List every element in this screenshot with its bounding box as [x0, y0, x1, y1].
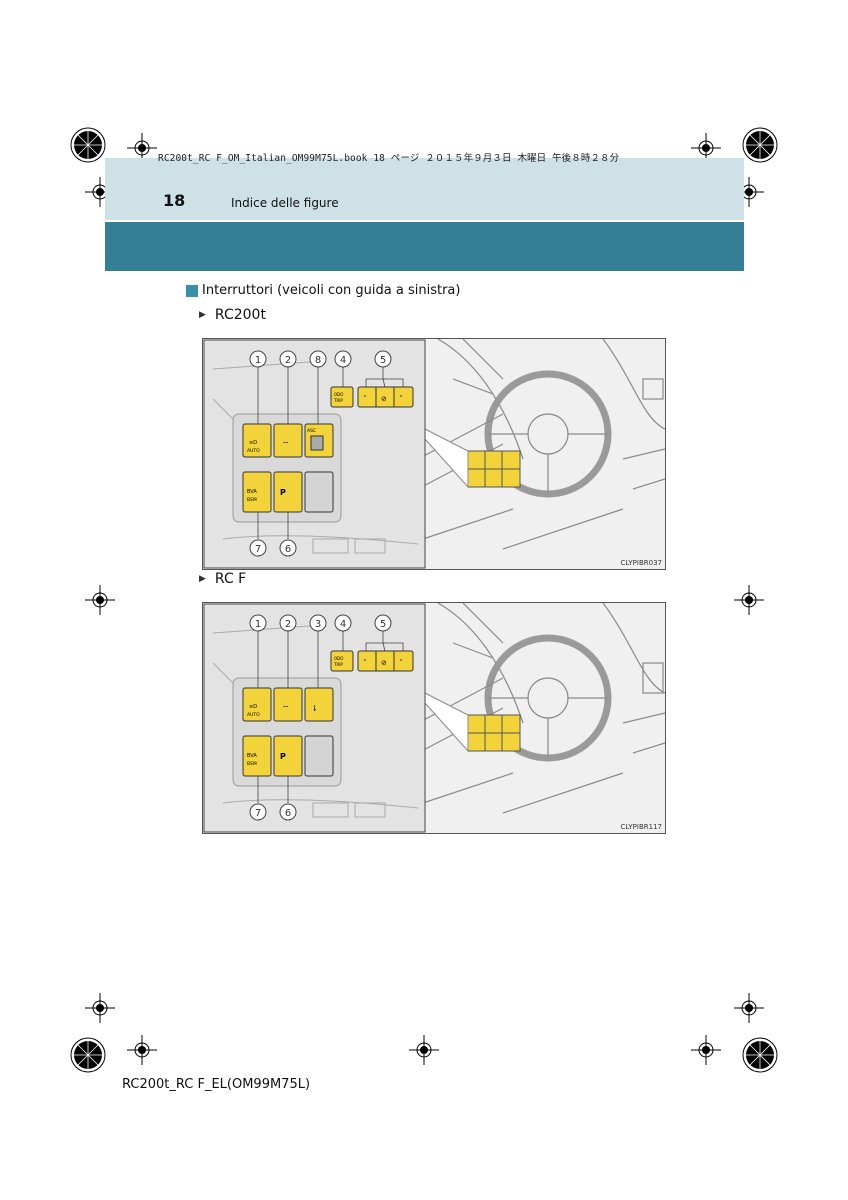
svg-text:˄: ˄ [399, 395, 403, 403]
svg-text:ODO: ODO [334, 392, 343, 397]
header-band-light [105, 158, 744, 220]
crosshair-mark-right-middle [734, 585, 764, 615]
svg-text:⊘: ⊘ [381, 659, 387, 667]
triangle-bullet-icon: ▶ [199, 310, 206, 320]
svg-text:BSM: BSM [247, 497, 257, 503]
model-label-2: ▶ RC F [199, 571, 246, 587]
footer-doc-code: RC200t_RC F_EL(OM99M75L) [122, 1077, 311, 1092]
callout-6: 6 [285, 808, 291, 819]
section-title: Interruttori (veicoli con guida a sinist… [186, 283, 460, 298]
model-label-1: ▶ RC200t [199, 307, 266, 323]
callout-1: 1 [255, 619, 261, 630]
callout-3: 3 [315, 619, 321, 630]
model-name: RC F [214, 571, 247, 587]
svg-text:P: P [280, 752, 286, 761]
svg-text:TRIP: TRIP [333, 662, 343, 667]
svg-text:≡D: ≡D [249, 440, 257, 446]
callout-4: 4 [340, 619, 346, 630]
crosshair-mark-top-right [691, 133, 721, 163]
registration-mark-bottom-right-outer [738, 1033, 782, 1077]
svg-text:BVA: BVA [247, 753, 257, 759]
switch-figure-rcf: ≡D AUTO ⌔ ⇂ BVA BSM P ODO TRIP ˅ ⊘ ˄ 1 2… [202, 602, 666, 834]
figure-code: CLYPIBR117 [620, 823, 662, 831]
print-info-line: RC200t_RC F_OM_Italian_OM99M75L.book 18 … [158, 153, 620, 164]
svg-text:AUTO: AUTO [247, 712, 260, 718]
callout-5: 5 [380, 619, 386, 630]
callout-4: 4 [340, 355, 346, 366]
crosshair-mark-left-middle [85, 585, 115, 615]
callout-8: 8 [315, 355, 321, 366]
callout-7: 7 [255, 544, 261, 555]
triangle-bullet-icon: ▶ [199, 574, 206, 584]
svg-text:˅: ˅ [363, 395, 367, 403]
registration-mark-top-right-outer [738, 123, 782, 167]
svg-text:BSM: BSM [247, 761, 257, 767]
callout-1: 1 [255, 355, 261, 366]
header-band-dark [105, 222, 744, 271]
crosshair-mark-bottom-left [127, 1035, 157, 1065]
section-square-icon [186, 284, 198, 297]
callout-7: 7 [255, 808, 261, 819]
switch-figure-rc200t: ≡D AUTO ⌔ ASC BVA BSM P ODO TRIP ˅ ⊘ ˄ 1… [202, 338, 666, 570]
svg-text:˄: ˄ [399, 659, 403, 667]
svg-text:⊘: ⊘ [381, 395, 387, 403]
callout-2: 2 [285, 619, 291, 630]
crosshair-mark-right-lower [734, 993, 764, 1023]
svg-text:⇂: ⇂ [311, 704, 318, 713]
svg-text:˅: ˅ [363, 659, 367, 667]
registration-mark-top-left-outer [66, 123, 110, 167]
section-header: Indice delle figure [231, 196, 339, 210]
callout-6: 6 [285, 544, 291, 555]
dashboard-scene [417, 603, 665, 814]
svg-text:BVA: BVA [247, 489, 257, 495]
crosshair-mark-bottom-right [691, 1035, 721, 1065]
svg-text:P: P [280, 488, 286, 497]
figure-code: CLYPIBR037 [620, 559, 662, 567]
registration-mark-bottom-left-outer [66, 1033, 110, 1077]
figure-illustration: ≡D AUTO ⌔ ⇂ BVA BSM P ODO TRIP ˅ ⊘ ˄ 1 2… [203, 603, 665, 833]
svg-text:≡D: ≡D [249, 704, 257, 710]
crosshair-mark-left-lower [85, 993, 115, 1023]
crosshair-mark-bottom-center [409, 1035, 439, 1065]
svg-text:ASC: ASC [307, 428, 316, 434]
svg-text:ODO: ODO [334, 656, 343, 661]
callout-5: 5 [380, 355, 386, 366]
svg-text:AUTO: AUTO [247, 448, 260, 454]
page-number: 18 [163, 191, 186, 210]
crosshair-mark-left-upper [85, 177, 115, 207]
model-name: RC200t [214, 307, 266, 323]
svg-text:⌔: ⌔ [282, 440, 290, 449]
svg-text:TRIP: TRIP [333, 398, 343, 403]
figure-illustration: ≡D AUTO ⌔ ASC BVA BSM P ODO TRIP ˅ ⊘ ˄ 1… [203, 339, 665, 569]
section-title-text: Interruttori (veicoli con guida a sinist… [202, 283, 461, 298]
callout-2: 2 [285, 355, 291, 366]
svg-text:⌔: ⌔ [282, 704, 290, 713]
